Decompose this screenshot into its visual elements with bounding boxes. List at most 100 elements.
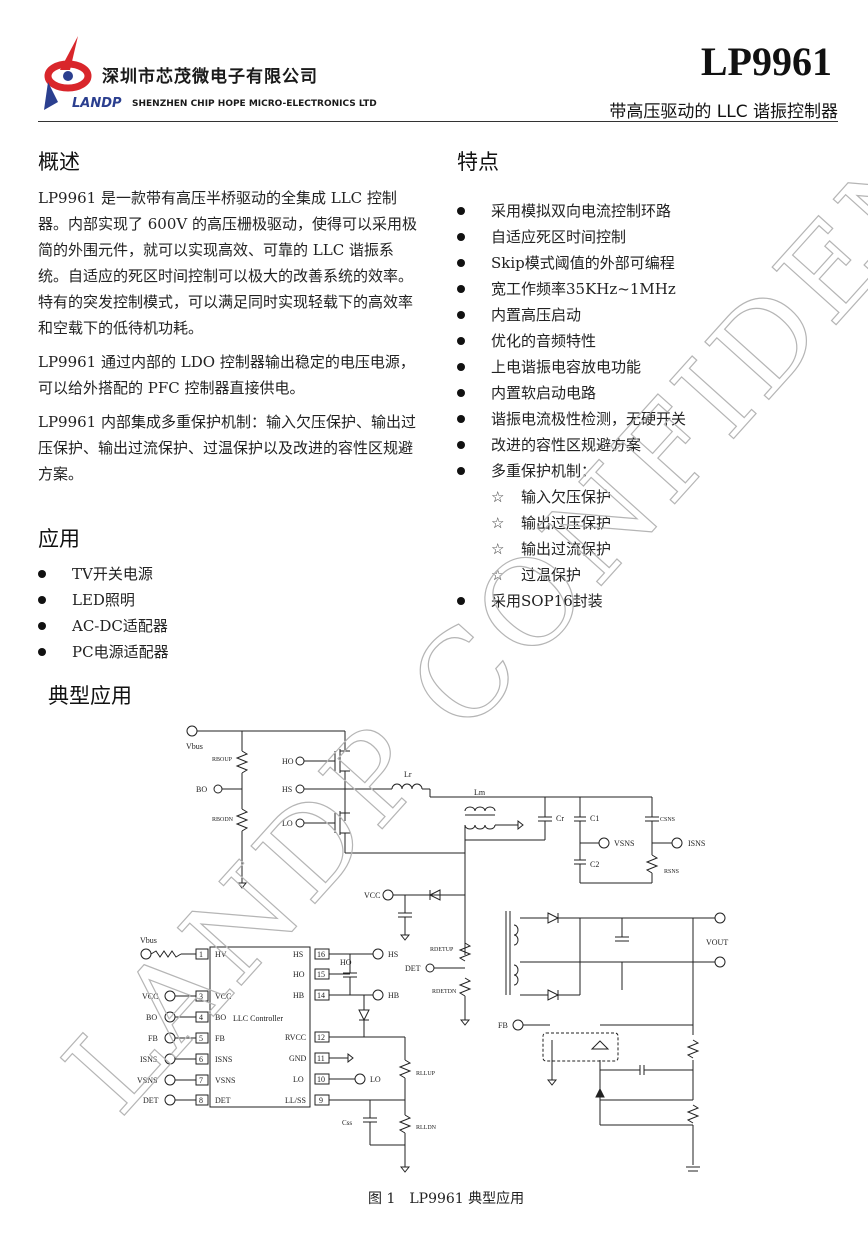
svg-text:11: 11 [317, 1054, 325, 1063]
svg-text:LO: LO [282, 819, 293, 828]
svg-text:15: 15 [317, 970, 325, 979]
svg-text:HO: HO [293, 970, 305, 979]
list-item: PC电源适配器 [38, 639, 169, 665]
bullet-icon [38, 622, 46, 630]
svg-text:RDETUP: RDETUP [430, 947, 454, 953]
svg-text:HB: HB [293, 991, 304, 1000]
svg-text:7: 7 [199, 1076, 203, 1085]
svg-text:Css: Css [342, 1119, 352, 1127]
list-subitem: ☆输出过流保护 [457, 536, 686, 562]
svg-text:RLLDN: RLLDN [416, 1125, 437, 1131]
star-icon: ☆ [491, 488, 505, 506]
svg-text:FB: FB [498, 1021, 508, 1030]
svg-text:ISNS: ISNS [688, 839, 705, 848]
svg-text:12: 12 [317, 1033, 325, 1042]
overview-paragraph: LP9961 是一款带有高压半桥驱动的全集成 LLC 控制器。内部实现了 600… [38, 189, 418, 337]
overview-paragraph: LP9961 通过内部的 LDO 控制器输出稳定的电压电源，可以给外搭配的 PF… [38, 353, 415, 397]
bullet-icon [457, 389, 465, 397]
svg-text:3: 3 [199, 992, 203, 1001]
svg-text:HS: HS [388, 950, 398, 959]
svg-text:LO: LO [370, 1075, 381, 1084]
list-item: 上电谐振电容放电功能 [457, 354, 686, 380]
overview-text: LP9961 是一款带有高压半桥驱动的全集成 LLC 控制器。内部实现了 600… [38, 185, 420, 495]
list-item: 采用模拟双向电流控制环路 [457, 198, 686, 224]
svg-text:VCC: VCC [364, 891, 380, 900]
svg-text:Lm: Lm [474, 788, 486, 797]
list-subitem: ☆过温保护 [457, 562, 686, 588]
typical-application-heading: 典型应用 [48, 684, 132, 708]
bullet-icon [457, 337, 465, 345]
svg-text:8: 8 [199, 1096, 203, 1105]
features-heading: 特点 [457, 150, 499, 174]
svg-text:6: 6 [199, 1055, 203, 1064]
svg-text:BO: BO [146, 1013, 157, 1022]
svg-text:C2: C2 [590, 860, 599, 869]
document-subtitle: 带高压驱动的 LLC 谐振控制器 [609, 102, 838, 122]
header-rule [38, 121, 838, 122]
bullet-icon [38, 570, 46, 578]
list-subitem: ☆输出过压保护 [457, 510, 686, 536]
brand-name: LANDP [72, 96, 122, 111]
svg-text:14: 14 [317, 991, 325, 1000]
svg-text:HV: HV [215, 950, 227, 959]
svg-text:BO: BO [215, 1013, 226, 1022]
svg-text:4: 4 [199, 1013, 203, 1022]
svg-text:VCC: VCC [215, 992, 231, 1001]
list-item: 谐振电流极性检测，无硬开关 [457, 406, 686, 432]
star-icon: ☆ [491, 514, 505, 532]
bullet-icon [457, 285, 465, 293]
features-list: 采用模拟双向电流控制环路 自适应死区时间控制 Skip模式阈值的外部可编程 宽工… [457, 198, 686, 614]
svg-text:FB: FB [215, 1034, 225, 1043]
svg-text:5: 5 [199, 1034, 203, 1043]
bullet-icon [457, 259, 465, 267]
figure-caption: 图 1 LP9961 典型应用 [368, 1191, 525, 1207]
svg-text:9: 9 [319, 1096, 323, 1105]
applications-list: TV开关电源 LED照明 AC-DC适配器 PC电源适配器 [38, 561, 169, 665]
overview-heading: 概述 [38, 150, 80, 174]
svg-text:RSNS: RSNS [664, 869, 679, 875]
svg-text:HO: HO [282, 757, 294, 766]
list-item: 自适应死区时间控制 [457, 224, 686, 250]
svg-text:LO: LO [293, 1075, 304, 1084]
svg-text:DET: DET [215, 1096, 231, 1105]
svg-text:CSNS: CSNS [660, 817, 675, 823]
company-name-cn: 深圳市芯茂微电子有限公司 [102, 67, 318, 87]
svg-text:Vbus: Vbus [140, 936, 157, 945]
bullet-icon [457, 597, 465, 605]
svg-text:VSNS: VSNS [137, 1076, 157, 1085]
svg-text:GND: GND [289, 1054, 307, 1063]
svg-text:Cr: Cr [556, 814, 564, 823]
bullet-icon [457, 311, 465, 319]
list-item: 改进的容性区规避方案 [457, 432, 686, 458]
svg-text:RLLUP: RLLUP [416, 1071, 436, 1077]
svg-text:16: 16 [317, 950, 325, 959]
svg-text:ISNS: ISNS [215, 1055, 232, 1064]
typical-application-schematic: Vbus RBOUP BO RBODN HO HS LO Lr Lm Cr C1… [137, 725, 728, 1173]
svg-text:RBOUP: RBOUP [212, 757, 233, 763]
svg-text:HS: HS [293, 950, 303, 959]
chip-label: LLC Controller [233, 1014, 283, 1023]
list-item: 采用SOP16封装 [457, 588, 686, 614]
bullet-icon [457, 363, 465, 371]
svg-text:HO: HO [340, 958, 352, 967]
svg-text:RBODN: RBODN [212, 817, 234, 823]
logo [40, 32, 100, 112]
svg-text:BO: BO [196, 785, 207, 794]
svg-text:C1: C1 [590, 814, 599, 823]
svg-text:VCC: VCC [142, 992, 158, 1001]
svg-text:DET: DET [143, 1096, 159, 1105]
list-subitem: ☆输入欠压保护 [457, 484, 686, 510]
bullet-icon [457, 441, 465, 449]
svg-text:Lr: Lr [404, 770, 412, 779]
svg-text:RVCC: RVCC [285, 1033, 306, 1042]
svg-text:VSNS: VSNS [614, 839, 634, 848]
list-item: TV开关电源 [38, 561, 169, 587]
svg-text:HS: HS [282, 785, 292, 794]
applications-heading: 应用 [38, 527, 80, 551]
svg-text:LL/SS: LL/SS [285, 1096, 306, 1105]
bullet-icon [457, 415, 465, 423]
svg-text:FB: FB [148, 1034, 158, 1043]
star-icon: ☆ [491, 540, 505, 558]
list-item: Skip模式阈值的外部可编程 [457, 250, 686, 276]
